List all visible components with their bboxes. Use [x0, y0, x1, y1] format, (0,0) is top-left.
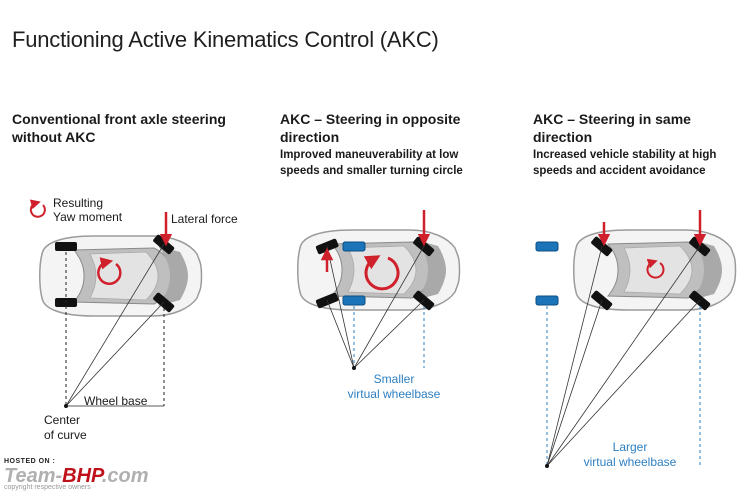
rear-left-wheel — [55, 242, 77, 251]
yaw-moment-label: Resulting Yaw moment — [53, 196, 122, 224]
larger-virtual-wheelbase-label: Larger virtual wheelbase — [568, 440, 692, 470]
watermark-copyright: copyright respective owners — [4, 484, 91, 491]
center-label-line2: of curve — [44, 428, 87, 442]
smaller-label-line1: Smaller — [373, 372, 415, 386]
virtual-rear-left-wheel — [342, 241, 366, 252]
yaw-arrow-icon — [646, 258, 665, 279]
column-2-heading-line2: direction — [280, 129, 340, 145]
column-2-subheading: Improved maneuverability at low speeds a… — [280, 147, 463, 179]
column-1-heading: Conventional front axle steering without… — [12, 110, 226, 146]
virtual-rear-left-wheel — [535, 241, 559, 252]
column-3-sub-line1: Increased vehicle stability at high — [533, 149, 717, 161]
larger-label-line1: Larger — [612, 440, 648, 454]
column-1-heading-line2: without AKC — [12, 129, 96, 145]
brand-team: Team- — [4, 465, 63, 487]
brand-bhp: BHP — [62, 465, 102, 487]
watermark-hosted-text: HOSTED ON : — [4, 458, 56, 465]
yaw-label-line1: Resulting — [53, 196, 104, 210]
lateral-force-label: Lateral force — [171, 212, 238, 226]
column-2-heading-line1: AKC – Steering in opposite — [280, 111, 461, 127]
center-label-line1: Center — [44, 413, 81, 427]
larger-label-line2: virtual wheelbase — [583, 455, 677, 469]
column-2-heading: AKC – Steering in opposite direction — [280, 110, 460, 146]
yaw-label-line2: Yaw moment — [53, 210, 123, 224]
virtual-rear-right-wheel — [535, 295, 559, 306]
column-2-sub-line1: Improved maneuverability at low — [280, 149, 459, 161]
column-3-heading-line2: direction — [533, 129, 593, 145]
virtual-rear-right-wheel — [342, 295, 366, 306]
yaw-arrow-icon — [363, 255, 400, 291]
watermark-logo: HOSTED ON : Team-BHP.com copyright respe… — [4, 458, 149, 491]
watermark-brand: Team-BHP.com — [4, 465, 149, 487]
car-opposite — [297, 229, 461, 311]
smaller-virtual-wheelbase-label: Smaller virtual wheelbase — [334, 372, 454, 402]
column-1-heading-line1: Conventional front axle steering — [12, 111, 226, 127]
page-title: Functioning Active Kinematics Control (A… — [12, 27, 439, 52]
smaller-label-line2: virtual wheelbase — [347, 387, 441, 401]
column-3-heading-line1: AKC – Steering in same — [533, 111, 691, 127]
yaw-arrow-icon — [97, 257, 122, 285]
center-of-curve-label: Center of curve — [44, 413, 87, 443]
column-3-heading: AKC – Steering in same direction — [533, 110, 691, 146]
yaw-legend-icon — [29, 199, 46, 218]
car-same — [535, 229, 737, 311]
car-conventional — [39, 234, 203, 317]
brand-com: .com — [101, 465, 149, 487]
column-3-subheading: Increased vehicle stability at high spee… — [533, 147, 716, 179]
wheel-base-label: Wheel base — [84, 394, 148, 408]
column-3-sub-line2: speeds and accident avoidance — [533, 165, 706, 177]
column-2-sub-line2: speeds and smaller turning circle — [280, 165, 463, 177]
